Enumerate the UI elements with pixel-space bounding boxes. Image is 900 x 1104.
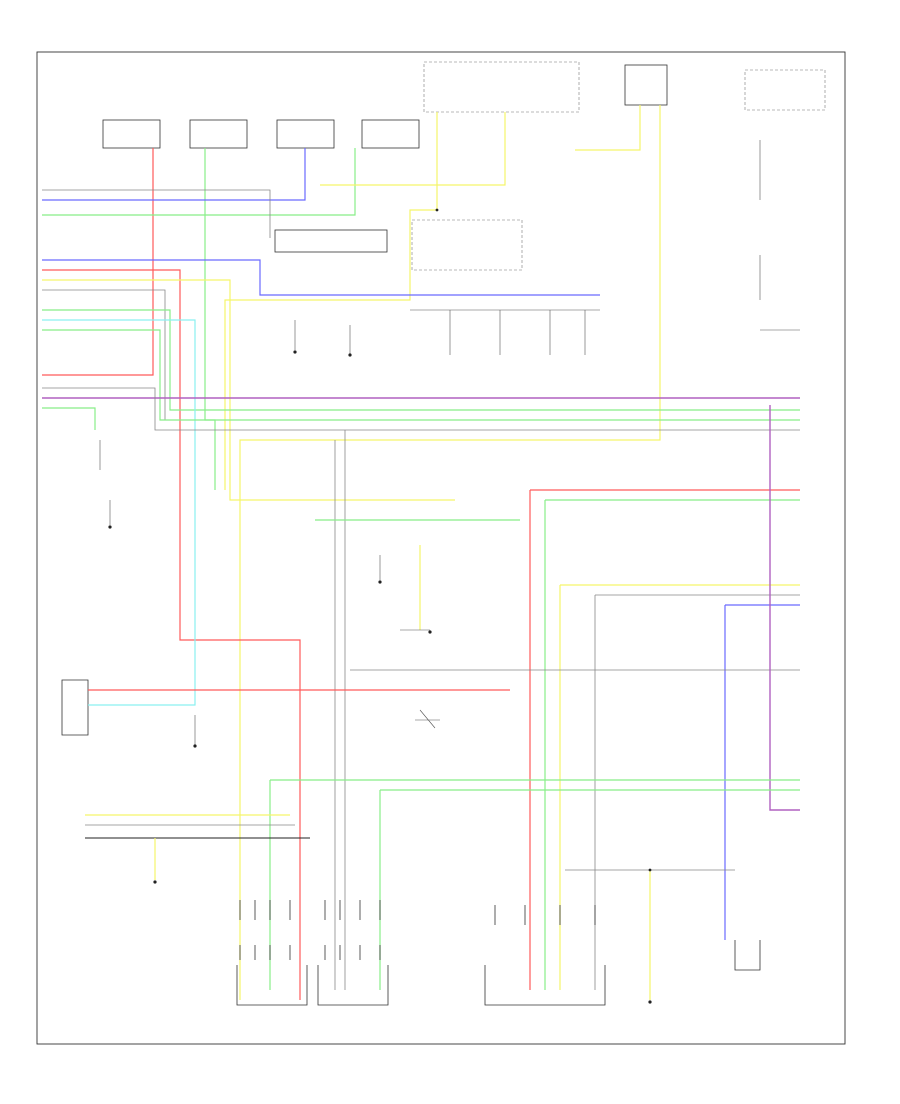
wire-gray-h2 bbox=[42, 289, 166, 420]
wire-yellow-top-2 bbox=[320, 112, 506, 186]
switch-line-mid bbox=[379, 555, 430, 631]
junction-dot bbox=[108, 525, 112, 529]
wire-green-h1 bbox=[42, 309, 800, 411]
wire-gray-h3 bbox=[42, 387, 800, 431]
wire-gray-h1 bbox=[42, 189, 271, 238]
control-unit-center bbox=[411, 219, 523, 271]
wire-yellow-h1 bbox=[42, 279, 455, 501]
junction-dot bbox=[428, 630, 432, 634]
bottom-modules bbox=[61, 679, 761, 1006]
wire-yellow-right bbox=[575, 105, 641, 151]
switch-line-center bbox=[415, 709, 440, 729]
module-box-1 bbox=[102, 119, 161, 149]
junction-dot bbox=[193, 744, 197, 748]
junction-dot bbox=[648, 1000, 652, 1004]
wire-green-r2 bbox=[544, 499, 800, 990]
wire-blue-1 bbox=[42, 148, 306, 201]
wire-green-r3 bbox=[269, 779, 800, 990]
bottom-connector-pins bbox=[239, 900, 596, 960]
wire-cyan-h1 bbox=[42, 319, 196, 706]
pin-marks-low bbox=[239, 945, 381, 960]
wire-green-2 bbox=[42, 148, 356, 216]
wire-gray-r3 bbox=[594, 594, 800, 990]
bus-line-center bbox=[410, 309, 600, 355]
left-switch-box bbox=[61, 679, 89, 736]
junction-dot bbox=[435, 208, 439, 212]
wire-yellow-top bbox=[224, 112, 438, 490]
fuse-box-right bbox=[744, 69, 826, 111]
diagram-frame bbox=[36, 51, 846, 1045]
module-box-4 bbox=[361, 119, 420, 149]
wire-yellow-long bbox=[239, 105, 661, 1000]
wire-blue-r1 bbox=[724, 604, 800, 940]
junction-box-top bbox=[423, 61, 580, 113]
circuit-lines bbox=[99, 140, 800, 745]
wire-red-r1 bbox=[529, 489, 800, 990]
bottom-switch-right bbox=[734, 940, 761, 971]
wire-red-1 bbox=[42, 148, 154, 376]
lamp-connector-center bbox=[274, 229, 388, 253]
junction-dot bbox=[348, 353, 352, 357]
junction-dots bbox=[108, 208, 652, 1004]
wire-green-h2 bbox=[42, 329, 800, 421]
bottom-lamp-1 bbox=[236, 965, 308, 1006]
wire-red-h1 bbox=[42, 269, 301, 1000]
wire-blue-h1 bbox=[42, 259, 600, 296]
wires bbox=[42, 105, 800, 1000]
switch-line-right bbox=[759, 140, 800, 331]
relay-box-top bbox=[624, 64, 668, 106]
wire-purple-r1 bbox=[769, 405, 800, 811]
wire-yellow-r1 bbox=[559, 584, 800, 990]
module-box-2 bbox=[189, 119, 248, 149]
switch-line-left bbox=[99, 440, 111, 525]
junction-dot bbox=[648, 868, 652, 872]
wire-green-r4 bbox=[379, 789, 800, 990]
bottom-lamp-2 bbox=[317, 965, 389, 1006]
junction-dot bbox=[378, 580, 382, 584]
wire-green-1 bbox=[204, 148, 216, 490]
module-box-3 bbox=[276, 119, 335, 149]
pin-marks bbox=[239, 900, 596, 925]
bottom-lamp-3 bbox=[484, 965, 606, 1006]
junction-dot bbox=[293, 350, 297, 354]
wire-green-h3 bbox=[42, 407, 96, 430]
junction-dot bbox=[153, 880, 157, 884]
ground-line-left bbox=[294, 320, 351, 355]
top-modules bbox=[102, 61, 826, 271]
